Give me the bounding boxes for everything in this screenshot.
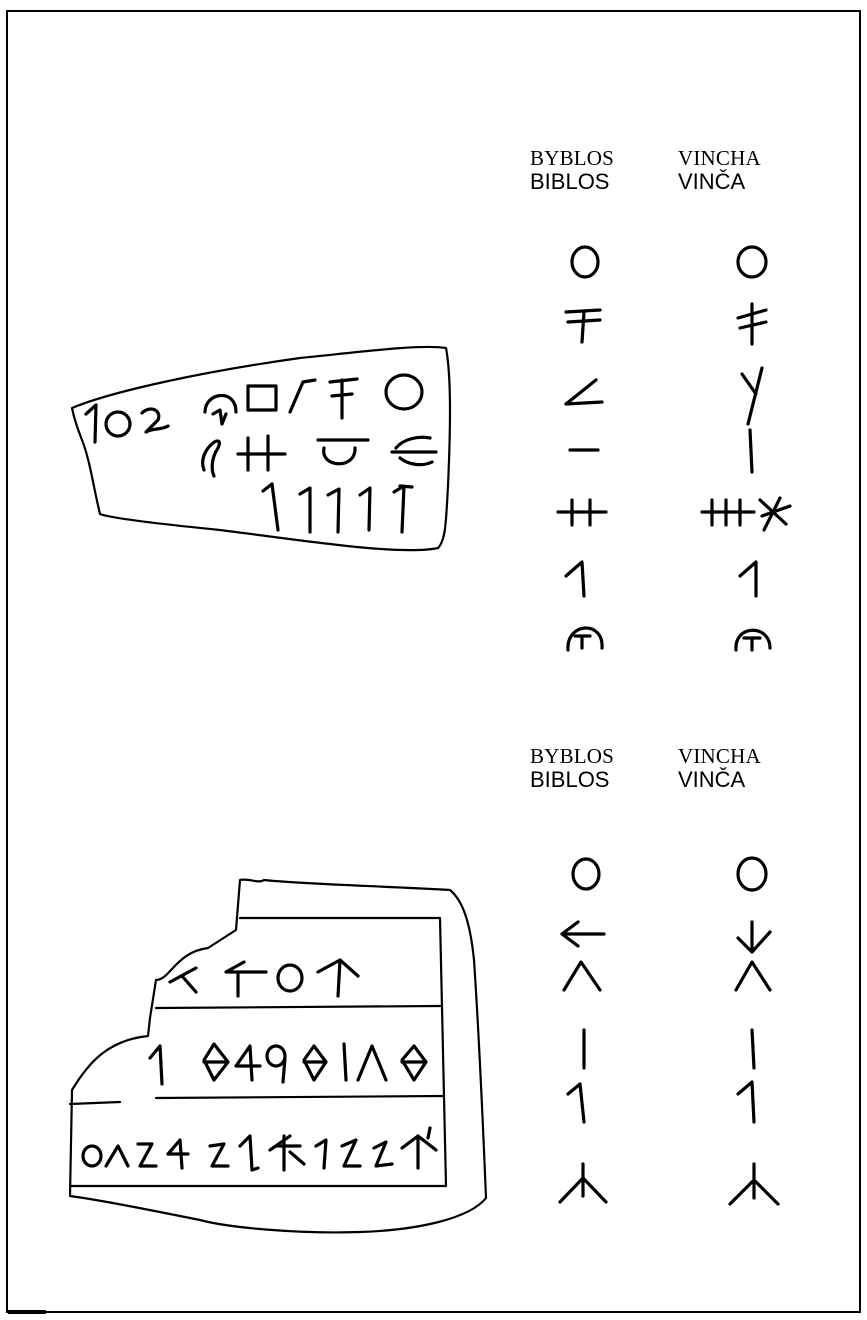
tablet-1-line-1 bbox=[86, 375, 422, 442]
tablet-2-line-3 bbox=[83, 1128, 436, 1170]
tablet-1-line-3 bbox=[263, 484, 412, 532]
section-2-byblos-column bbox=[560, 859, 606, 1202]
tablet-2-panel bbox=[70, 918, 446, 1186]
section-2-vincha-column bbox=[730, 858, 778, 1204]
tablet-2-outline bbox=[70, 880, 486, 1233]
tablet-1-line-2 bbox=[203, 436, 436, 476]
tablet-1 bbox=[72, 347, 450, 550]
section-1-vincha-column bbox=[702, 247, 790, 650]
section-1-byblos-column bbox=[558, 247, 606, 650]
tablet-2 bbox=[70, 880, 486, 1233]
tablet-2-line-2 bbox=[150, 1044, 426, 1084]
tablet-2-line-1 bbox=[170, 960, 358, 996]
